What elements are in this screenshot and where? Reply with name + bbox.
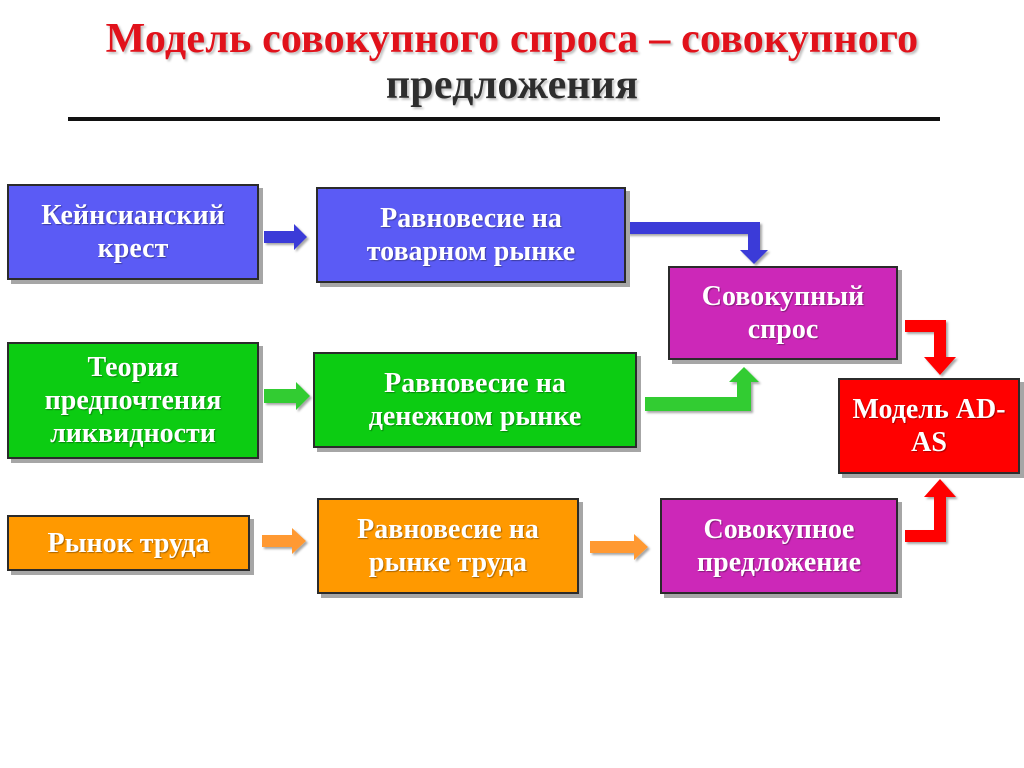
arrow-goods-to-demand: [627, 222, 768, 264]
title-divider: [68, 117, 940, 121]
box-aggregate-demand-label: Совокупный спрос: [701, 281, 865, 345]
box-keynesian-cross: Кейнсианский крест: [7, 184, 259, 280]
arrow-money-to-demand: [645, 367, 759, 411]
box-aggregate-demand: Совокупный спрос: [668, 266, 898, 360]
box-money-market-equilibrium: Равновесие на денежном рынке: [313, 352, 637, 448]
title-line-2: предложения: [385, 62, 639, 108]
box-labor-market-equilibrium: Равновесие на рынке труда: [317, 498, 579, 594]
box-liquidity-preference-label: Теория предпочтения ликвидности: [44, 352, 222, 449]
box-ad-as-model-label: Модель AD-AS: [852, 394, 1006, 458]
box-labor-market-label: Рынок труда: [47, 527, 210, 559]
box-goods-market-equilibrium: Равновесие на товарном рынке: [316, 187, 626, 283]
arrow-keynes-to-goods: [264, 224, 307, 250]
title-line-1: Модель совокупного спроса – совокупного: [105, 16, 919, 62]
slide-title: Модель совокупного спроса – совокупного …: [0, 16, 1024, 108]
box-labor-market: Рынок труда: [7, 515, 250, 571]
box-keynesian-cross-label: Кейнсианский крест: [41, 200, 225, 264]
box-labor-market-equilibrium-label: Равновесие на рынке труда: [357, 514, 539, 578]
arrow-liquidity-to-money: [264, 382, 310, 410]
arrow-supply-to-adas: [905, 479, 956, 542]
box-aggregate-supply: Совокупное предложение: [660, 498, 898, 594]
box-aggregate-supply-label: Совокупное предложение: [697, 514, 861, 578]
arrow-laborEq-to-supply: [590, 534, 648, 560]
box-liquidity-preference: Теория предпочтения ликвидности: [7, 342, 259, 459]
box-ad-as-model: Модель AD-AS: [838, 378, 1020, 474]
arrow-demand-to-adas: [905, 320, 956, 375]
box-goods-market-equilibrium-label: Равновесие на товарном рынке: [366, 203, 576, 267]
box-money-market-equilibrium-label: Равновесие на денежном рынке: [368, 368, 582, 432]
arrow-labor-to-laborEq: [262, 528, 306, 554]
